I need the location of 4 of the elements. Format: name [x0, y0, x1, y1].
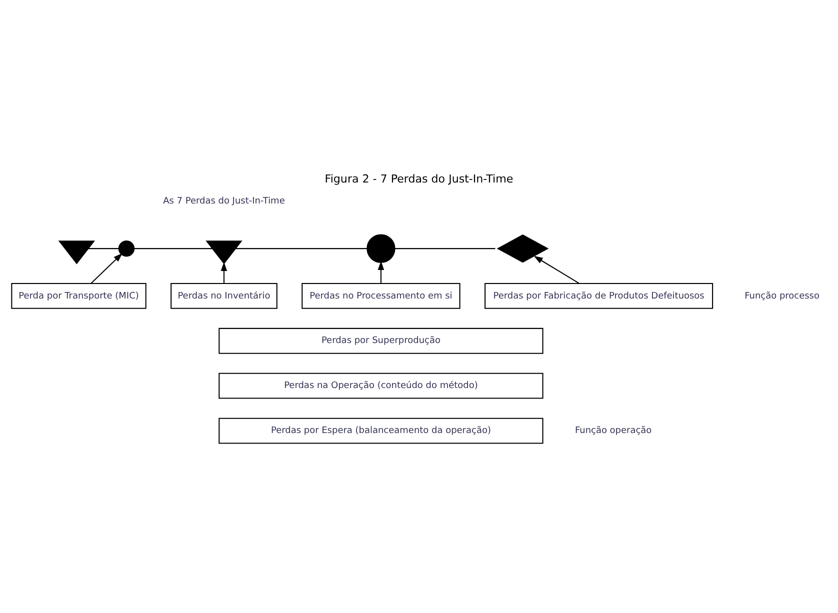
label: Função processo [744, 290, 820, 301]
label: As 7 Perdas do Just-In-Time [163, 196, 285, 206]
diagram-title: Figura 2 - 7 Perdas do Just-In-Time [324, 172, 514, 185]
label: Função operação [574, 426, 652, 436]
